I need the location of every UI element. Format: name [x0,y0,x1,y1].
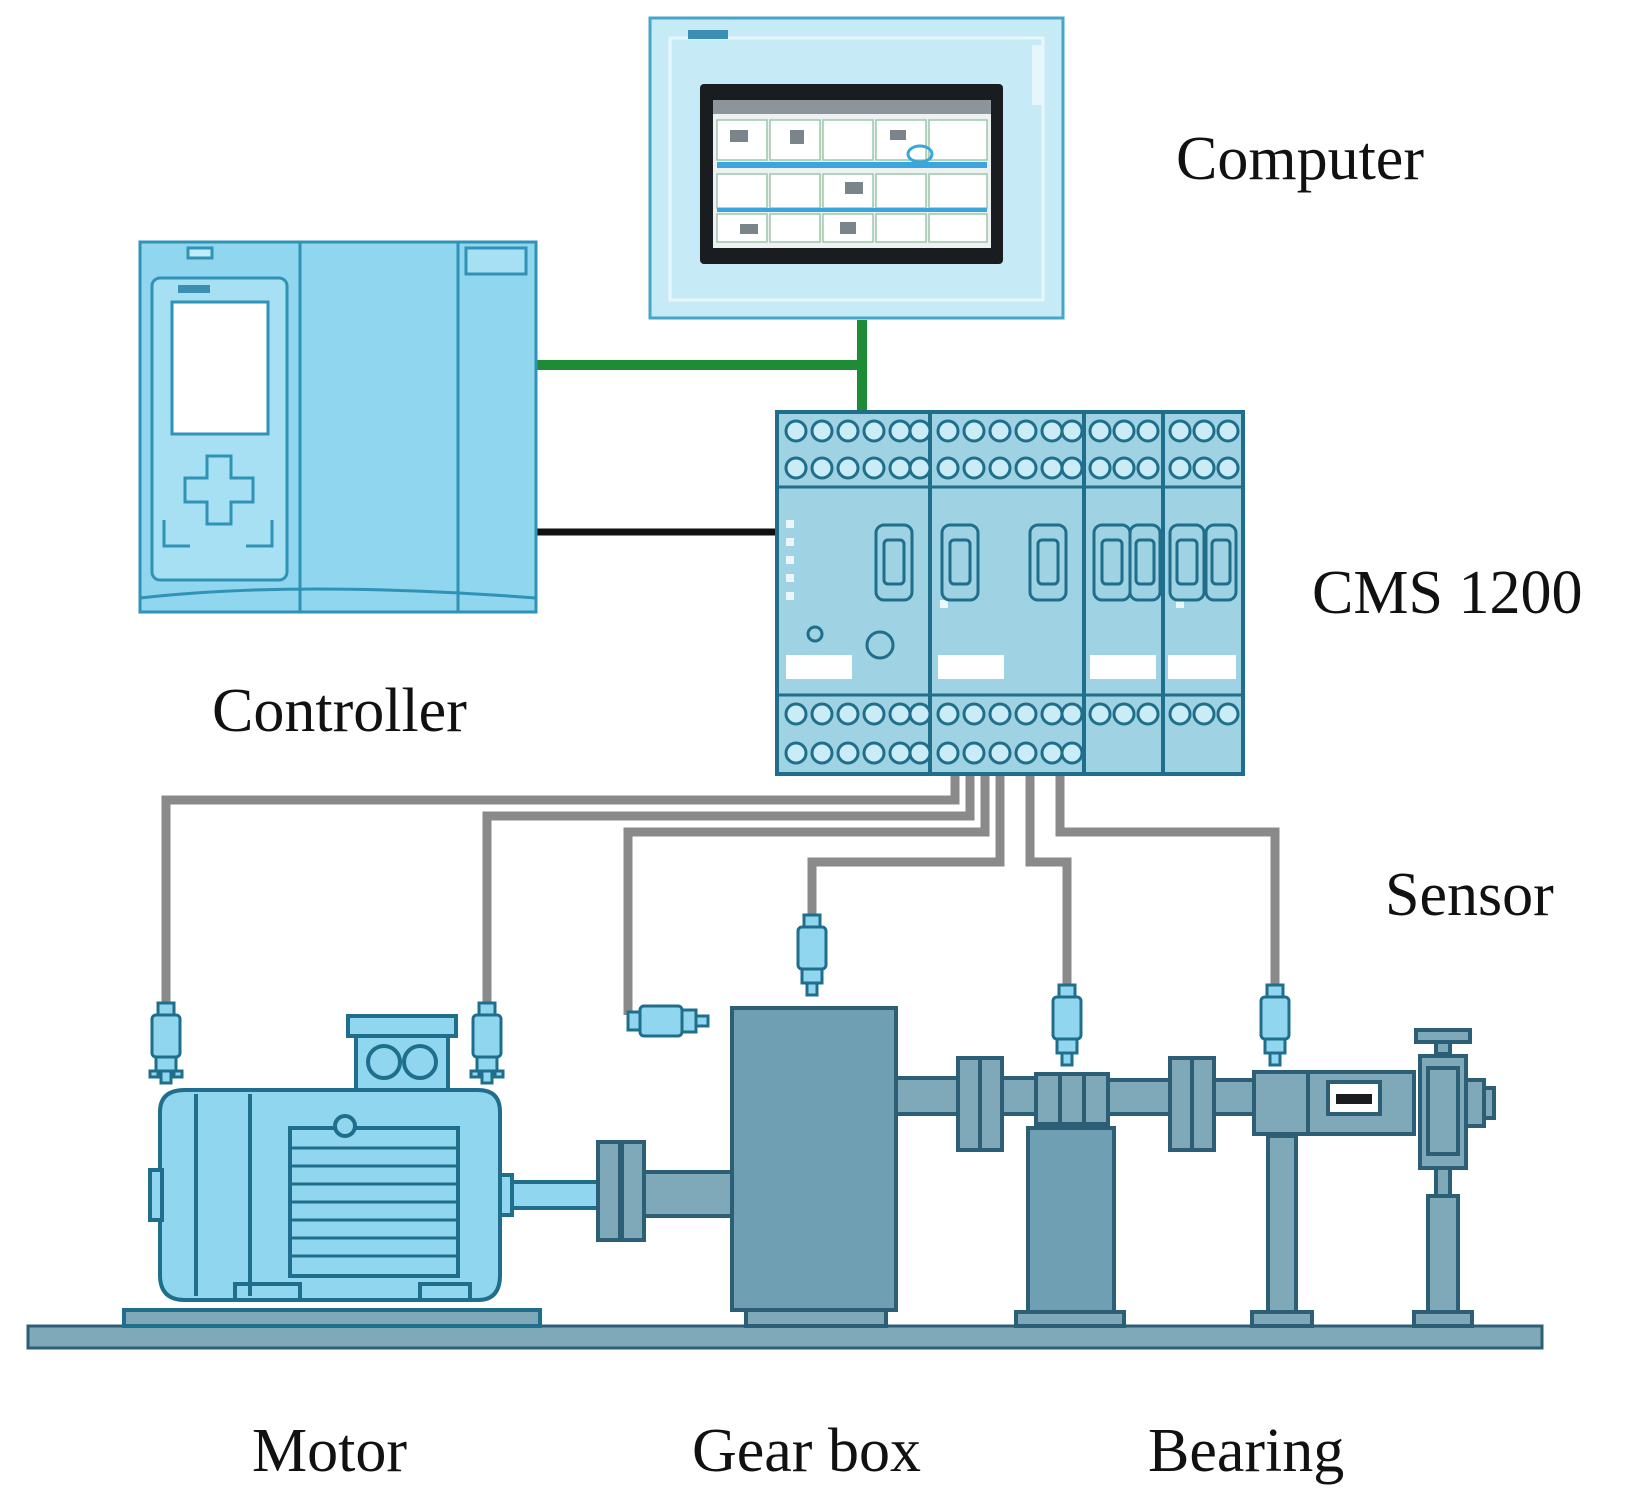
label-sensor: Sensor [1385,861,1554,929]
sensor-motor-2 [469,1001,505,1085]
base-plate [26,1324,1544,1350]
computer-touch-panel-icon [648,16,1065,320]
terminal-row-top-1 [784,419,1240,443]
ethernet-cable [535,320,867,412]
bearing-shaft-icon [894,1028,1496,1328]
sensor-cables [161,770,1280,1015]
terminal-row-top-2 [784,456,1240,480]
label-controller: Controller [212,677,467,745]
motor-coupling [596,1140,734,1242]
sensor-bearing-1 [1051,983,1083,1067]
sensor-gearbox-top [796,913,828,997]
sensor-gearbox-side [626,1004,710,1038]
label-gear-box: Gear box [692,1417,921,1485]
label-motor: Motor [252,1417,407,1485]
label-cms-1200: CMS 1200 [1312,559,1583,627]
terminal-row-bottom-1 [784,702,1240,726]
cms-1200-module-icon [775,410,1245,776]
electric-motor-icon [122,1014,602,1328]
terminal-row-bottom-2 [784,741,1084,765]
label-computer: Computer [1176,125,1424,193]
label-bearing: Bearing [1148,1417,1345,1485]
plc-controller-icon [138,240,538,614]
gearbox-icon [730,1006,898,1328]
sensor-motor-1 [148,1001,184,1085]
sensor-bearing-2 [1259,983,1291,1067]
